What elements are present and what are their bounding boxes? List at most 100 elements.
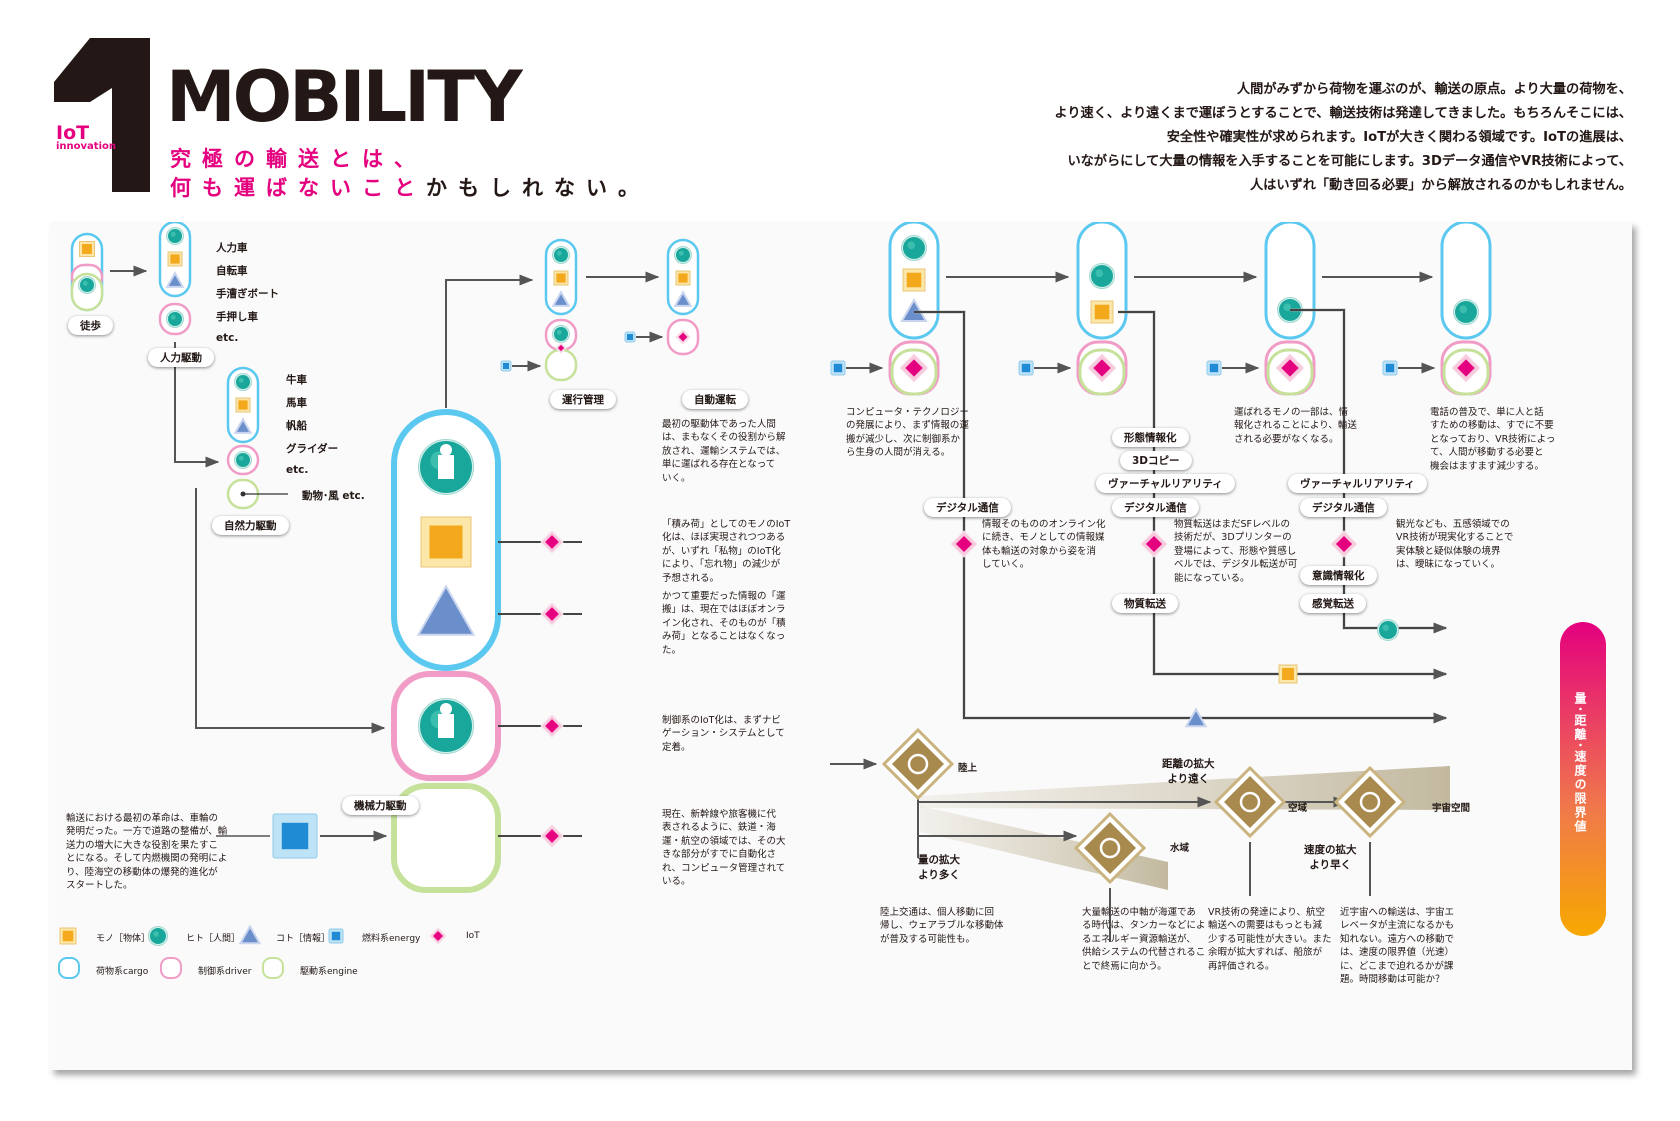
text-computer-tech: コンピュータ・テクノロジーの発展により、まず情報の運搬が減少し、次に制御系から生… (846, 407, 969, 459)
label-digital-comm-3: デジタル通信 (1300, 498, 1387, 517)
label-digital-comm-2: デジタル通信 (1112, 498, 1199, 517)
label-consciousness-info: 意識情報化 (1300, 566, 1377, 585)
natural-to-control-line (195, 488, 386, 734)
text-person: 最初の駆動体であった人間は、まもなくその役割から解放され、運輸システムでは、単に… (662, 419, 786, 484)
item-glider: グライダー (286, 443, 339, 455)
person-body-glyph (438, 455, 454, 479)
label-space: 宇宙空間 (1432, 803, 1471, 814)
label-shape-information: 形態情報化 (1112, 428, 1189, 447)
air-node (1224, 776, 1276, 828)
thing-icon (429, 525, 463, 559)
subtitle-line-2: 何も運ばないことかもしれない。 (170, 176, 650, 200)
person-icon (150, 928, 166, 944)
human-to-natural-line (174, 342, 220, 468)
info-icon (165, 271, 185, 288)
label-mechanical-power: 機械力駆動 (342, 796, 419, 815)
page-header: IoT innovation MOBILITY 究極の輸送とは、 何も運ばないこ… (0, 0, 1680, 220)
legend-cargo-box (58, 957, 80, 979)
legend-engine: 駆動系engine (300, 967, 358, 977)
to-operation-line (445, 274, 534, 408)
air-node-glyph (1239, 791, 1261, 813)
thing-icon (170, 254, 180, 264)
text-control-iot: 制御系のIoT化は、まずナビゲーション・システムとして定着。 (662, 715, 785, 753)
col3-engine-box (1266, 348, 1314, 396)
iot-icon (955, 535, 973, 553)
col2-engine-box (1078, 348, 1126, 396)
main-engine-box (391, 783, 501, 893)
distance-cone (920, 766, 1450, 810)
intro-text: 人間がみずから荷物を運ぶのが、輸送の原点。より大量の荷物を、 より速く、より遠く… (1054, 82, 1632, 193)
subtitle-line-1: 究極の輸送とは、 (170, 147, 426, 171)
item-bicycle: 自転車 (216, 265, 248, 277)
person-head-glyph-2 (440, 703, 452, 715)
text-space-transport: 近宇宙への輸送は、宇宙エレベータが主流になるかも知れない。遠方への移動では、速度… (1340, 907, 1455, 986)
legend-cargo: 荷物系cargo (96, 967, 149, 977)
person-icon-shine (678, 250, 684, 256)
legend-thing: モノ［物体］ (96, 934, 151, 944)
info-icon (416, 584, 476, 636)
item-sailboat: 帆船 (286, 420, 307, 432)
text-telephone: 電話の普及で、単に人と話すための移動は、すでに不要となっており、VR技術によって… (1430, 407, 1556, 472)
person-icon-shine (238, 455, 244, 461)
fuel-icon (331, 931, 341, 941)
legend-driver: 制御系driver (198, 967, 252, 977)
thing-icon (82, 244, 92, 254)
person-icon (554, 248, 568, 262)
text-air-transport: VR技術の発達により、航空輸送への需要はもっとも減少する可能性が大きい。また余暇… (1208, 907, 1332, 972)
info-icon (238, 924, 262, 945)
person-icon-shine (1095, 269, 1104, 278)
thing-icon (678, 273, 688, 283)
limit-value-bar: 量･距離･速度の限界値 (1560, 622, 1606, 936)
land-node-glyph (907, 753, 929, 775)
person-icon-shine (907, 241, 916, 250)
person-icon (1455, 301, 1477, 323)
legend-info: コト［情報］ (276, 934, 331, 944)
thing-to-bar-line (1118, 311, 1448, 680)
fuel-icon (627, 334, 633, 340)
text-info-transport: かつて重要だった情報の「運搬」は、現在ではほぼオンライン化され、そのものが「積み… (662, 591, 786, 656)
person-icon (554, 327, 568, 341)
space-node-glyph (1359, 791, 1381, 813)
thing-icon (238, 400, 248, 410)
text-mechanical: 輸送における最初の革命は、車輪の発明だった。一方で道路の整備が、輸送力の増大に大… (66, 813, 228, 892)
person-icon-shine (170, 314, 176, 320)
fuel-icon (833, 363, 843, 373)
text-matter-transfer: 物質転送はまだSFレベルの技術だが、3Dプリンターの登場によって、形態や質感しベ… (1174, 519, 1298, 584)
label-human-power: 人力駆動 (148, 348, 214, 367)
col4-engine-box (1442, 348, 1490, 396)
label-distance-expansion: 距離の拡大より遠く (1162, 758, 1215, 785)
thing-icon (906, 272, 922, 288)
label-walk: 徒歩 (68, 316, 113, 335)
label-water: 水域 (1170, 843, 1190, 854)
legend-fuel: 燃料系energy (362, 934, 421, 944)
legend-engine-box (262, 957, 284, 979)
label-sense-transfer: 感覚転送 (1300, 594, 1366, 613)
fuel-icon (1209, 363, 1219, 373)
col1-engine-box (890, 348, 938, 396)
iot-icon (1093, 359, 1111, 377)
natural-power-label: 動物･風 etc. (302, 490, 365, 502)
item-etc-human: etc. (216, 332, 239, 344)
label-natural-power: 自然力駆動 (212, 516, 289, 535)
space-node (1344, 776, 1396, 828)
person-icon-shine (1283, 303, 1292, 312)
person-icon-shine (238, 377, 244, 383)
iot-innovation-badge: IoT innovation (56, 122, 116, 152)
person-icon-shine (153, 931, 159, 937)
person-icon (236, 453, 250, 467)
person-icon (236, 375, 250, 389)
person-head-glyph (440, 444, 452, 456)
iot-icon (1281, 359, 1299, 377)
label-air: 空域 (1288, 803, 1308, 814)
label-land: 陸上 (958, 763, 978, 774)
iot-icon (678, 332, 688, 342)
text-land-transport: 陸上交通は、個人移動に回帰し、ウェアラブルな移動体が普及する可能性も。 (880, 907, 1004, 945)
label-virtual-reality-2: ヴァーチャルリアリティ (1288, 474, 1427, 493)
info-icon (673, 290, 693, 307)
thing-icon (1094, 304, 1110, 320)
item-handcart: 手押し車 (216, 311, 258, 323)
person-icon-shine (1459, 305, 1468, 314)
op-engine-box (544, 348, 578, 382)
item-rowboat: 手漕ぎボート (216, 288, 279, 300)
